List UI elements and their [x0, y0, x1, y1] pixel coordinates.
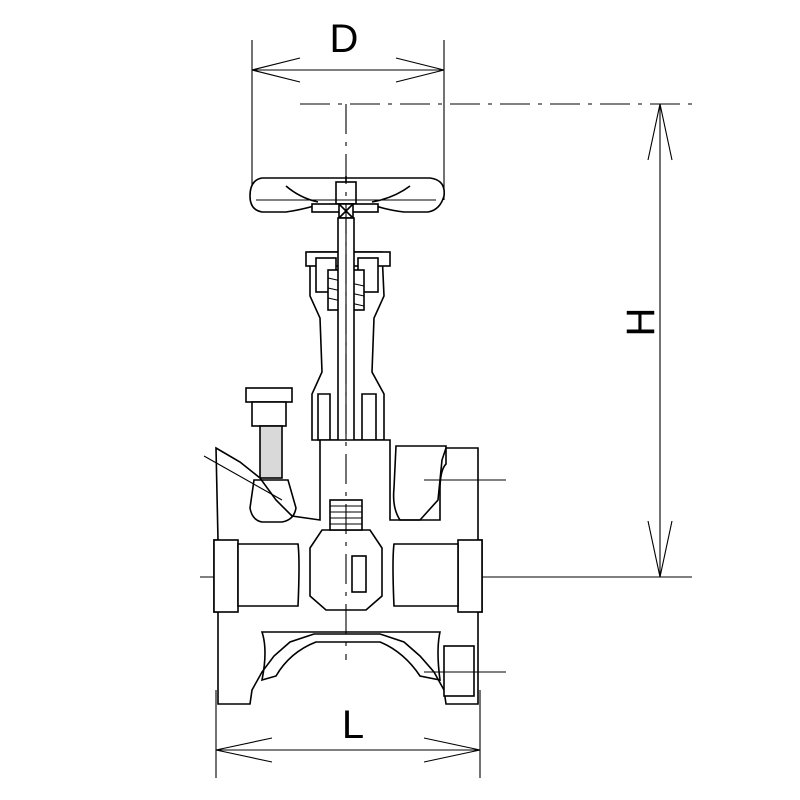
plug-head — [245, 387, 293, 403]
body-cavity-lower — [260, 631, 441, 682]
centerlines — [203, 104, 506, 673]
handwheel — [249, 176, 446, 219]
port-right — [392, 543, 459, 607]
plug-thread — [259, 425, 283, 479]
h-label: H — [619, 308, 663, 337]
plug-hex — [251, 401, 287, 427]
h-arrow-top — [647, 103, 673, 161]
flange-left-face — [213, 539, 239, 613]
wedge-slot — [351, 555, 367, 593]
body-cavity-left — [249, 479, 297, 523]
flange-right-face — [457, 539, 483, 613]
bonnet-rib-left — [317, 393, 331, 441]
d-label: D — [330, 17, 359, 61]
valve-body — [213, 439, 483, 705]
l-label: L — [342, 703, 364, 747]
handwheel-spoke-left — [285, 185, 319, 203]
bonnet-rib-right — [361, 393, 377, 441]
handwheel-spoke-right — [371, 185, 411, 203]
l-arrow-left — [215, 737, 273, 763]
h-arrow-bottom — [647, 520, 673, 578]
d-arrow-left — [251, 57, 301, 83]
d-arrow-right — [395, 57, 445, 83]
l-arrow-right — [423, 737, 481, 763]
dimension-l: L — [215, 690, 481, 778]
bottom-boss — [443, 645, 475, 697]
dimension-d: D — [251, 17, 445, 200]
body-leader — [203, 455, 283, 501]
side-plug — [245, 387, 293, 479]
port-left — [237, 543, 300, 607]
body-cavity-right — [392, 445, 447, 521]
